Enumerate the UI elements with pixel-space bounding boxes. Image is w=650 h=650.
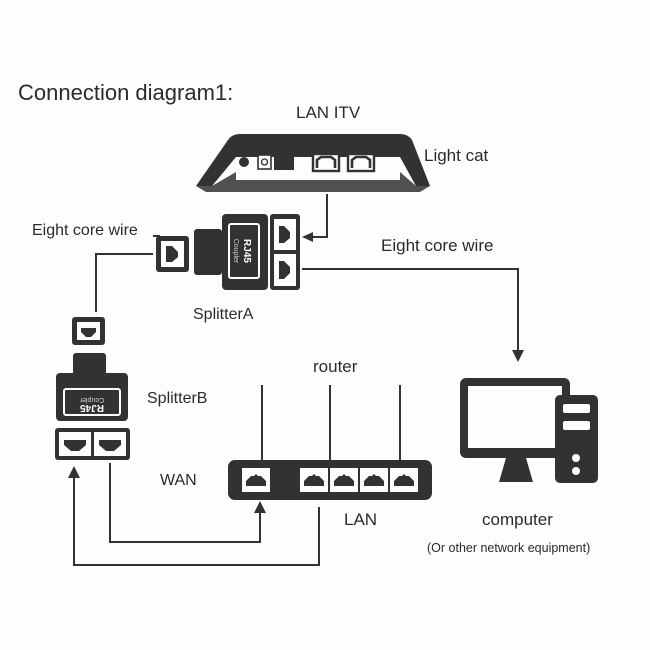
light-cat-label: Light cat [424, 146, 489, 165]
eight-core-wire-label-left: Eight core wire [32, 222, 138, 239]
monitor-stand [499, 458, 533, 482]
router-lan-port [330, 468, 358, 492]
splitter-b-label: SplitterB [147, 390, 208, 407]
splitter-b-coupler-text: Coupler [79, 396, 104, 403]
router-label: router [313, 357, 358, 376]
cable-router-lan-to-splitter-b [73, 476, 320, 566]
tower-icon [555, 395, 598, 483]
power-jack-icon [239, 157, 249, 167]
router-lan-port [390, 468, 418, 492]
router-lan-port [300, 468, 328, 492]
cable-splitter-a-to-splitter-b [95, 253, 153, 312]
splitter-b-rj45-text: RJ45 [80, 402, 104, 413]
arrow-left-icon [302, 232, 313, 242]
rj45-port-icon [364, 474, 384, 486]
arrow-down-icon [512, 350, 524, 362]
dc-port-icon [257, 154, 272, 170]
arrow-up-icon [254, 501, 266, 513]
computer-sublabel: (Or other network equipment) [427, 541, 591, 555]
router-wan-port [242, 468, 270, 492]
fiber-port-icon [274, 155, 294, 170]
splitter-a-label: SplitterA [193, 306, 254, 323]
light-cat-device [196, 134, 430, 192]
cable-splitter-b-to-router-wan [109, 463, 261, 543]
rj45-port-icon [279, 261, 290, 279]
cable-splitter-a-to-computer [302, 268, 519, 352]
cables [68, 194, 524, 566]
rj45-port-icon [334, 474, 354, 486]
splitter-b-device: RJ45 Coupler [55, 317, 130, 460]
lan-label: LAN [344, 510, 378, 529]
splitter-a-coupler-text: Coupler [232, 239, 239, 264]
diagram-title: Connection diagram1: [18, 80, 234, 105]
router-device [228, 385, 432, 500]
router-lan-port [360, 468, 388, 492]
rj45-port-icon [279, 226, 290, 243]
rj45-port-icon [64, 440, 86, 451]
computer-label: computer [482, 510, 553, 529]
rj45-port-icon [304, 474, 324, 486]
wan-label: WAN [160, 472, 197, 489]
rj45-port-icon [99, 440, 121, 451]
cable-ont-to-splitter-a [311, 194, 328, 238]
lan-itv-label: LAN ITV [296, 103, 361, 122]
rj45-port-icon [81, 328, 96, 337]
computer-icon [460, 378, 598, 483]
rj45-port-icon [246, 474, 266, 486]
rj45-port-icon [394, 474, 414, 486]
splitter-a-device: RJ45 Coupler [156, 214, 300, 290]
arrow-up-icon [68, 466, 80, 478]
eight-core-wire-label-right: Eight core wire [381, 236, 494, 255]
splitter-a-rj45-text: RJ45 [241, 239, 252, 263]
rj45-port-icon [166, 246, 178, 262]
